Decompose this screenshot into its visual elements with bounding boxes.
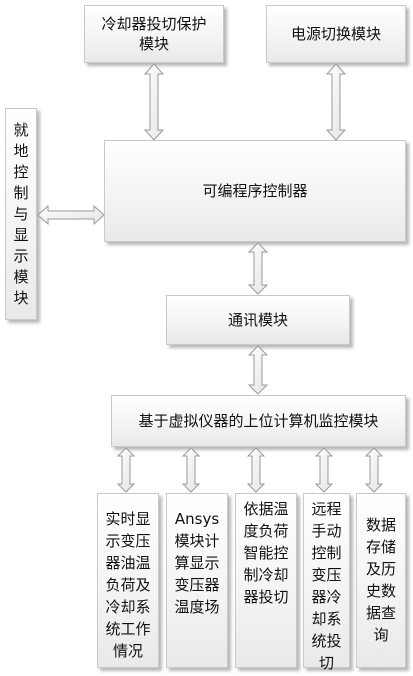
plc-label: 可编程序控制器	[202, 182, 308, 200]
power-switch-box: 电源切换模块	[266, 5, 406, 63]
cooler-switch-protection-box: 冷却器投切保护模块	[84, 5, 224, 63]
realtime-display-box: 实时显示变压器油温负荷及冷却系统工作情况	[97, 493, 159, 668]
upper-monitor-label: 基于虚拟仪器的上位计算机监控模块	[138, 412, 379, 430]
power-switch-label: 电源切换模块	[290, 25, 381, 43]
local-control-display-label: 就地控制与显示模块	[13, 120, 29, 307]
arrow-power-plc	[325, 63, 347, 141]
intelligent-control-box: 依据温度负荷智能控制冷却器投切	[235, 493, 297, 668]
upper-monitor-box: 基于虚拟仪器的上位计算机监控模块	[111, 395, 406, 447]
arrow-comm-monitor	[247, 345, 269, 395]
remote-manual-label: 远程手动控制变压器冷却系统投切	[311, 500, 342, 672]
arrow-monitor-col1	[116, 447, 136, 493]
arrow-monitor-col3	[246, 447, 266, 493]
cooler-switch-protection-label: 冷却器投切保护模块	[101, 15, 207, 53]
arrow-plc-comm	[247, 242, 269, 295]
communication-box: 通讯模块	[166, 295, 350, 345]
ansys-calc-box: Ansys模块计算显示变压器温度场	[166, 493, 228, 668]
data-storage-box: 数据存储及历史数据查询	[356, 493, 406, 668]
arrow-monitor-col5	[364, 447, 384, 493]
arrow-local-plc	[37, 204, 105, 226]
local-control-display-box: 就地控制与显示模块	[5, 108, 37, 320]
data-storage-label: 数据存储及历史数据查询	[365, 516, 396, 644]
remote-manual-box: 远程手动控制变压器冷却系统投切	[303, 493, 350, 672]
arrow-monitor-col2	[181, 447, 201, 493]
arrow-monitor-col4	[314, 447, 334, 493]
arrow-cooler-plc	[143, 63, 165, 141]
realtime-display-label: 实时显示变压器油温负荷及冷却系统工作情况	[105, 510, 151, 660]
plc-box: 可编程序控制器	[104, 140, 406, 242]
intelligent-control-label: 依据温度负荷智能控制冷却器投切	[243, 500, 289, 606]
communication-label: 通讯模块	[227, 311, 288, 329]
ansys-calc-label: Ansys模块计算显示变压器温度场	[174, 510, 220, 616]
